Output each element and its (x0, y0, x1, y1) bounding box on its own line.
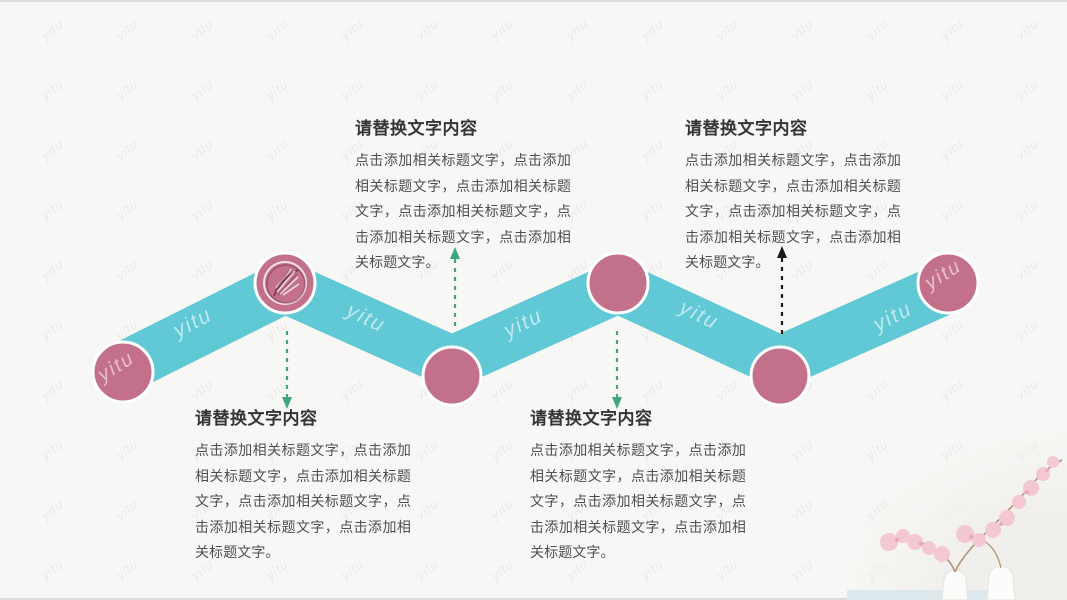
blossom-centers (894, 468, 1049, 547)
black-arrowhead-up (777, 246, 787, 258)
text-block-top-right[interactable]: 请替换文字内容 点击添加相关标题文字，点击添加相关标题文字，点击添加相关标题文字… (685, 114, 901, 276)
timeline-nodes: yitu yitu (91, 251, 980, 407)
block-heading: 请替换文字内容 (355, 119, 478, 138)
green-arrowhead-down (612, 397, 622, 409)
blossom-vase-photo (847, 430, 1067, 600)
block-body: 点击添加相关标题文字，点击添加相关标题文字，点击添加相关标题文字，点击添加相关标… (530, 442, 746, 560)
timeline-node-4[interactable] (586, 251, 650, 315)
timeline-node-6[interactable] (916, 251, 980, 315)
vase (986, 565, 1016, 600)
blossoms (880, 456, 1059, 562)
block-heading: 请替换文字内容 (685, 119, 808, 138)
block-heading: 请替换文字内容 (195, 409, 318, 428)
block-body: 点击添加相关标题文字，点击添加相关标题文字，点击添加相关标题文字，点击添加相关标… (195, 442, 411, 560)
timeline-node-1[interactable] (91, 340, 155, 404)
timeline-node-3[interactable] (421, 345, 483, 407)
connectors (282, 246, 787, 409)
zigzag-ribbon (97, 258, 974, 394)
branch (891, 459, 1063, 573)
blossom-vase-art (847, 456, 1063, 600)
text-block-top-left[interactable]: 请替换文字内容 点击添加相关标题文字，点击添加相关标题文字，点击添加相关标题文字… (355, 114, 571, 276)
green-arrowhead-up (450, 247, 460, 259)
leaf-icon (263, 261, 307, 305)
vase (941, 569, 969, 600)
block-body: 点击添加相关标题文字，点击添加相关标题文字，点击添加相关标题文字，点击添加相关标… (685, 152, 901, 270)
slide-top-border (0, 0, 1067, 2)
text-block-bottom-left[interactable]: 请替换文字内容 点击添加相关标题文字，点击添加相关标题文字，点击添加相关标题文字… (195, 404, 411, 566)
slide-bottom-border (0, 598, 1067, 600)
block-body: 点击添加相关标题文字，点击添加相关标题文字，点击添加相关标题文字，点击添加相关标… (355, 152, 571, 270)
text-block-bottom-mid[interactable]: 请替换文字内容 点击添加相关标题文字，点击添加相关标题文字，点击添加相关标题文字… (530, 404, 746, 566)
block-heading: 请替换文字内容 (530, 409, 653, 428)
timeline-node-5[interactable] (749, 345, 811, 407)
green-arrowhead-down (282, 397, 292, 409)
table-strip (847, 590, 997, 600)
